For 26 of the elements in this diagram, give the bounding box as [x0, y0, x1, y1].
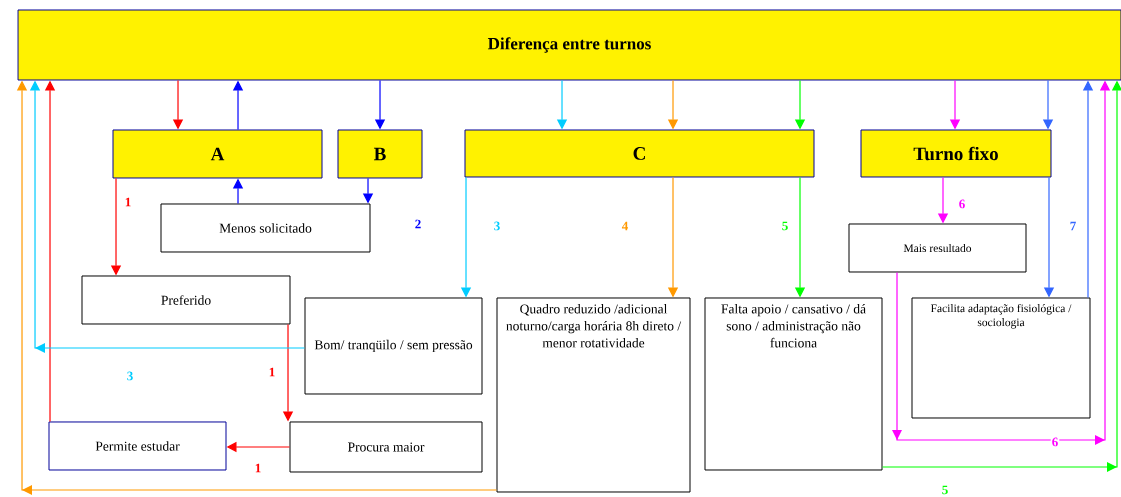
edge-label: 6	[957, 198, 967, 210]
text-box: Mais resultado	[848, 223, 1027, 273]
edge-label: 7	[1068, 220, 1078, 232]
text-box: Facilita adaptação fisiológica / sociologia	[911, 297, 1091, 419]
edge-label: 3	[125, 370, 135, 382]
text-box: Falta apoio / cansativo / dá sono / administração não funciona	[704, 297, 883, 471]
category-box: B	[337, 129, 423, 179]
edge-label: 1	[123, 196, 133, 208]
text-box: Permite estudar	[48, 421, 227, 471]
category-box: A	[112, 129, 323, 179]
edge-label: 1	[267, 366, 277, 378]
edge-label: 5	[940, 484, 950, 496]
category-box: C	[464, 129, 815, 178]
edge-label: 2	[413, 218, 423, 230]
text-box: Menos solicitado	[160, 203, 371, 253]
edge-label: 3	[492, 220, 502, 232]
category-box: Turno fixo	[860, 129, 1052, 178]
text-box: Procura maior	[289, 421, 483, 473]
text-box: Preferido	[81, 275, 291, 325]
edge-label: 6	[1050, 436, 1060, 448]
text-box: Bom/ tranqüilo / sem pressão	[304, 297, 483, 395]
edge-label: 1	[253, 462, 263, 474]
edge-label: 4	[620, 220, 630, 232]
edge-label: 5	[780, 220, 790, 232]
title-box: Diferença entre turnos	[17, 9, 1121, 81]
text-box: Quadro reduzido /adicional noturno/carga horária 8h direto / menor rotatividade	[496, 297, 691, 493]
